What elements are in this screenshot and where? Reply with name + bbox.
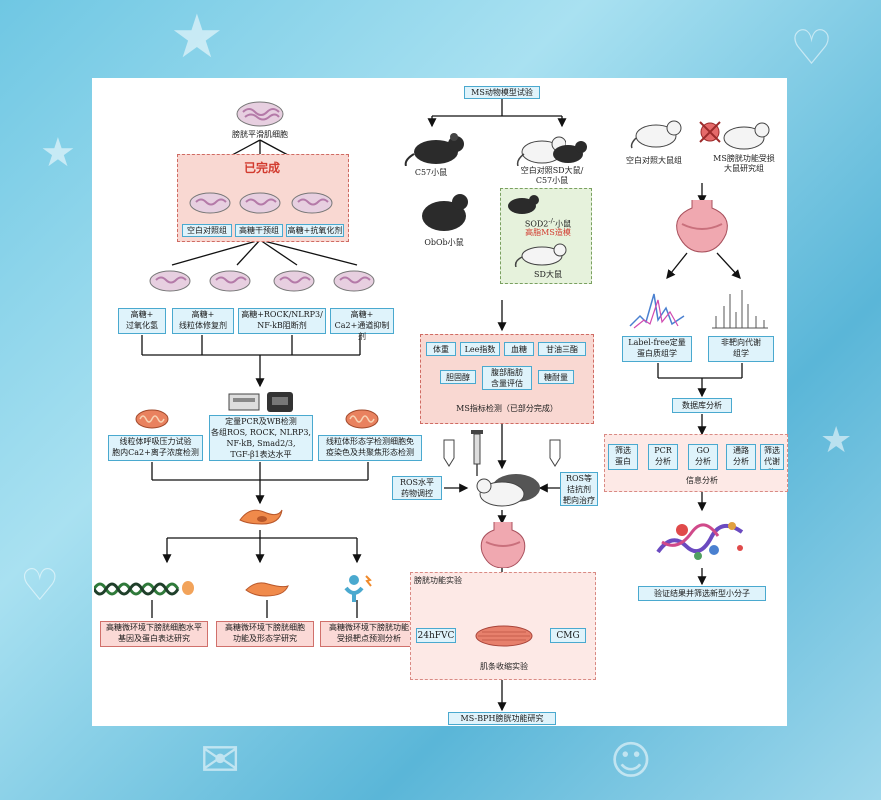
star-icon: ★ — [820, 420, 853, 461]
assay-center-box: 定量PCR及WB检测 各组ROS, ROCK, NLRP3, NF-kB, Sm… — [209, 415, 313, 461]
group2-box-4: 高糖+ Ca2+通道抑制剂 — [330, 308, 394, 341]
mouse-group-icon — [470, 466, 550, 514]
completed-title: 已完成 — [243, 161, 280, 175]
info-item-pathway: 通路 分析 — [726, 444, 756, 470]
output-box-2: 高糖微环境下膀胱细胞 功能及形态学研究 — [216, 621, 314, 647]
top-cell-label: 膀胱平滑肌细胞 — [232, 130, 288, 139]
metrics-caption: MS指标检测（已部分完成） — [456, 404, 558, 413]
petri-dish-icon — [272, 264, 316, 298]
untargeted-box: 非靶向代谢 组学 — [708, 336, 774, 362]
sod2-label: SOD2-/-小鼠 — [508, 216, 588, 230]
label-free-box: Label-free定量 蛋白质组学 — [622, 336, 692, 362]
white-rat-icon — [718, 120, 776, 156]
sod2-text: SOD2 — [524, 219, 549, 229]
verify-box: 验证结果并筛选新型小分子 — [638, 586, 766, 601]
group1-box-1: 空白对照组 — [182, 224, 232, 237]
obob-label: ObOb小鼠 — [424, 238, 464, 247]
cell-icon — [238, 506, 284, 534]
database-analysis-box: 数据库分析 — [672, 398, 732, 413]
white-rat-icon — [630, 118, 688, 154]
ms-rat-label: MS膀胱功能受损 大鼠研究组 — [713, 154, 775, 173]
black-mouse-icon — [404, 132, 468, 170]
metric-blood-glucose: 血糖 — [504, 342, 534, 356]
muscle-label: 肌条收缩实验 — [480, 662, 528, 671]
tube-icon — [548, 438, 562, 472]
lab-instrument-icon — [227, 390, 297, 418]
petri-dish-icon — [290, 186, 334, 220]
petri-dish-icon — [208, 264, 252, 298]
group1-box-3: 高糖+抗氧化剂 — [286, 224, 344, 237]
petri-dish-icon — [188, 186, 232, 220]
star-icon: ★ — [40, 130, 76, 176]
proteomics-chart-icon — [628, 286, 688, 334]
metric-triglyceride: 甘油三酯 — [538, 342, 586, 356]
high-fat-label: 高脂MS造模 — [525, 228, 571, 237]
group2-box-3: 高糖+ROCK/NLRP3/ NF-kB阻断剂 — [238, 308, 326, 334]
white-rat-icon — [514, 241, 576, 271]
assay-right-box: 线粒体形态学检测细胞免 疫染色及共聚焦形态检测 — [318, 435, 422, 461]
smile-icon: ☺ — [610, 738, 652, 784]
metric-lee-index: Lee指数 — [460, 342, 500, 356]
group2-box-2: 高糖+ 线粒体修复剂 — [172, 308, 234, 334]
metric-cholesterol: 胆固醇 — [440, 370, 476, 384]
damaged-bladder-icon — [696, 118, 724, 150]
tube-icon — [442, 438, 456, 472]
star-icon: ★ — [170, 2, 224, 72]
petri-dish-icon — [238, 186, 282, 220]
assay-left-box: 线粒体呼吸压力试验 胞内Ca2+离子浓度检测 — [108, 435, 203, 461]
output-box-3: 高糖微环境下膀胱功能 受损靶点预测分析 — [320, 621, 418, 647]
molecule-icon — [652, 512, 752, 572]
control-rat-label: 空白对照大鼠组 — [626, 156, 682, 165]
metric-weight: 体重 — [426, 342, 456, 356]
diagram-panel: 膀胱平滑肌细胞 已完成 空白对照组 高糖干预组 高糖+抗氧化剂 高糖+ 过氧化氢… — [92, 78, 788, 726]
heart-icon: ♡ — [20, 560, 60, 611]
ms-model-title: MS动物模型试验 — [464, 86, 540, 99]
info-item-metabolite: 筛选 代谢物 — [760, 444, 784, 470]
group1-box-2: 高糖干预组 — [235, 224, 283, 237]
group2-box-1: 高糖+ 过氧化氢 — [118, 308, 166, 334]
bladder-function-label: 膀胱功能实验 — [414, 576, 462, 585]
white-mouse-icon — [516, 132, 567, 170]
output-box-1: 高糖微环境下膀胱细胞水平 基因及蛋白表达研究 — [100, 621, 208, 647]
heart-icon: ♡ — [790, 20, 834, 76]
black-mouse-icon — [504, 192, 540, 220]
connector-lines — [141, 98, 743, 712]
syringe-icon — [462, 430, 492, 484]
bladder-icon — [476, 522, 530, 572]
ros-antagonist-box: ROS等 拮抗剂 靶向治疗 — [560, 472, 598, 506]
c57-label: C57小鼠 — [414, 168, 448, 177]
black-mouse-icon — [418, 192, 470, 236]
mitochondria-icon — [344, 408, 380, 434]
dna-icon — [92, 578, 194, 604]
petri-dish-icon — [148, 264, 192, 298]
fvc-box: 24hFVC — [416, 628, 456, 643]
final-study-box: MS-BPH膀胱功能研究 — [448, 712, 556, 725]
ros-drug-box: ROS水平 药物调控 — [392, 476, 442, 500]
envelope-icon: ✉ — [200, 732, 241, 788]
info-item-go: GO 分析 — [688, 444, 718, 470]
petri-dish-icon — [235, 94, 285, 132]
spectrum-chart-icon — [710, 286, 770, 334]
sod2-suffix: 小鼠 — [555, 219, 572, 229]
cmg-box: CMG — [550, 628, 586, 643]
cell-icon — [244, 580, 290, 602]
mitochondria-icon — [134, 408, 170, 434]
bladder-icon — [670, 200, 734, 258]
metric-glucose-tolerance: 糖耐量 — [538, 370, 574, 384]
sd-rat-label: SD大鼠 — [534, 270, 562, 279]
sod2-superscript: -/- — [548, 217, 556, 225]
info-item-pcr: PCR 分析 — [648, 444, 678, 470]
muscle-strip-icon — [474, 624, 534, 652]
info-item-protein: 筛选 蛋白 — [608, 444, 638, 470]
info-analysis-caption: 信息分析 — [686, 476, 718, 485]
receptor-icon — [340, 572, 376, 606]
petri-dish-icon — [332, 264, 376, 298]
metric-abdominal-fat: 腹部脂肪 含量评估 — [482, 366, 532, 390]
sd-control-label: 空白对照SD大鼠/ C57小鼠 — [520, 166, 584, 185]
black-mouse-icon — [548, 136, 588, 170]
